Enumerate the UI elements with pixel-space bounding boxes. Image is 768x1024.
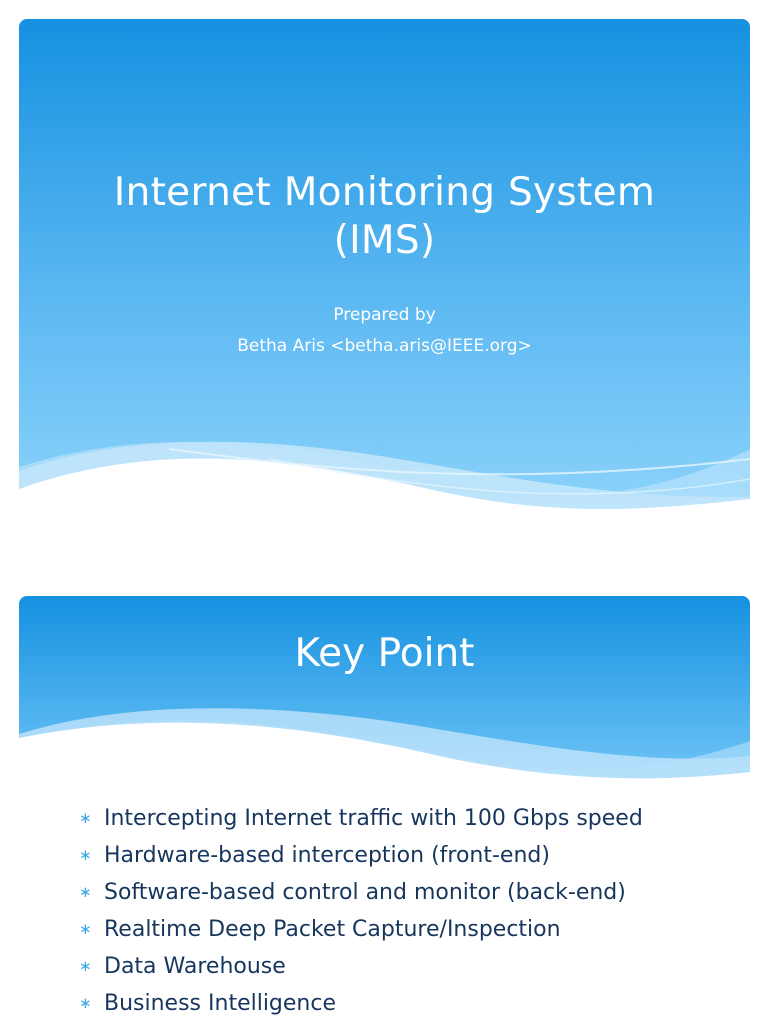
title-line-2: (IMS) (333, 218, 436, 263)
bullet-text: Realtime Deep Packet Capture/Inspection (104, 917, 561, 942)
list-item: ∗ Business Intelligence (79, 985, 643, 1022)
slide-background (19, 19, 750, 527)
bullet-text: Software-based control and monitor (back… (104, 880, 626, 905)
bullet-text: Hardware-based interception (front-end) (104, 843, 550, 868)
asterisk-bullet-icon: ∗ (79, 957, 92, 975)
title-line-1: Internet Monitoring System (113, 170, 656, 215)
title-slide: Internet Monitoring System (IMS) Prepare… (19, 19, 750, 527)
list-item: ∗ Intercepting Internet traffic with 100 … (79, 800, 643, 837)
list-item: ∗ Realtime Deep Packet Capture/Inspection (79, 911, 643, 948)
key-point-slide: Key Point ∗ Intercepting Internet traffic… (19, 596, 750, 1024)
asterisk-bullet-icon: ∗ (79, 994, 92, 1012)
list-item: ∗ Software-based control and monitor (bac… (79, 874, 643, 911)
author-line: Betha Aris <betha.aris@IEEE.org> (237, 336, 532, 356)
list-item: ∗ Hardware-based interception (front-end) (79, 837, 643, 874)
list-item: ∗ Data Warehouse (79, 948, 643, 985)
slide-header-background (19, 596, 750, 796)
bullet-text: Data Warehouse (104, 954, 286, 979)
slide-title: Internet Monitoring System (IMS) (19, 169, 750, 265)
asterisk-bullet-icon: ∗ (79, 883, 92, 901)
asterisk-bullet-icon: ∗ (79, 846, 92, 864)
slide-subtitle: Prepared by Betha Aris <betha.aris@IEEE.… (19, 300, 750, 362)
asterisk-bullet-icon: ∗ (79, 920, 92, 938)
slide-title: Key Point (294, 631, 475, 676)
bullet-text: Intercepting Internet traffic with 100 G… (104, 806, 643, 831)
prepared-by-label: Prepared by (333, 305, 436, 325)
asterisk-bullet-icon: ∗ (79, 809, 92, 827)
bullet-list: ∗ Intercepting Internet traffic with 100 … (79, 800, 643, 1022)
bullet-text: Business Intelligence (104, 991, 337, 1016)
